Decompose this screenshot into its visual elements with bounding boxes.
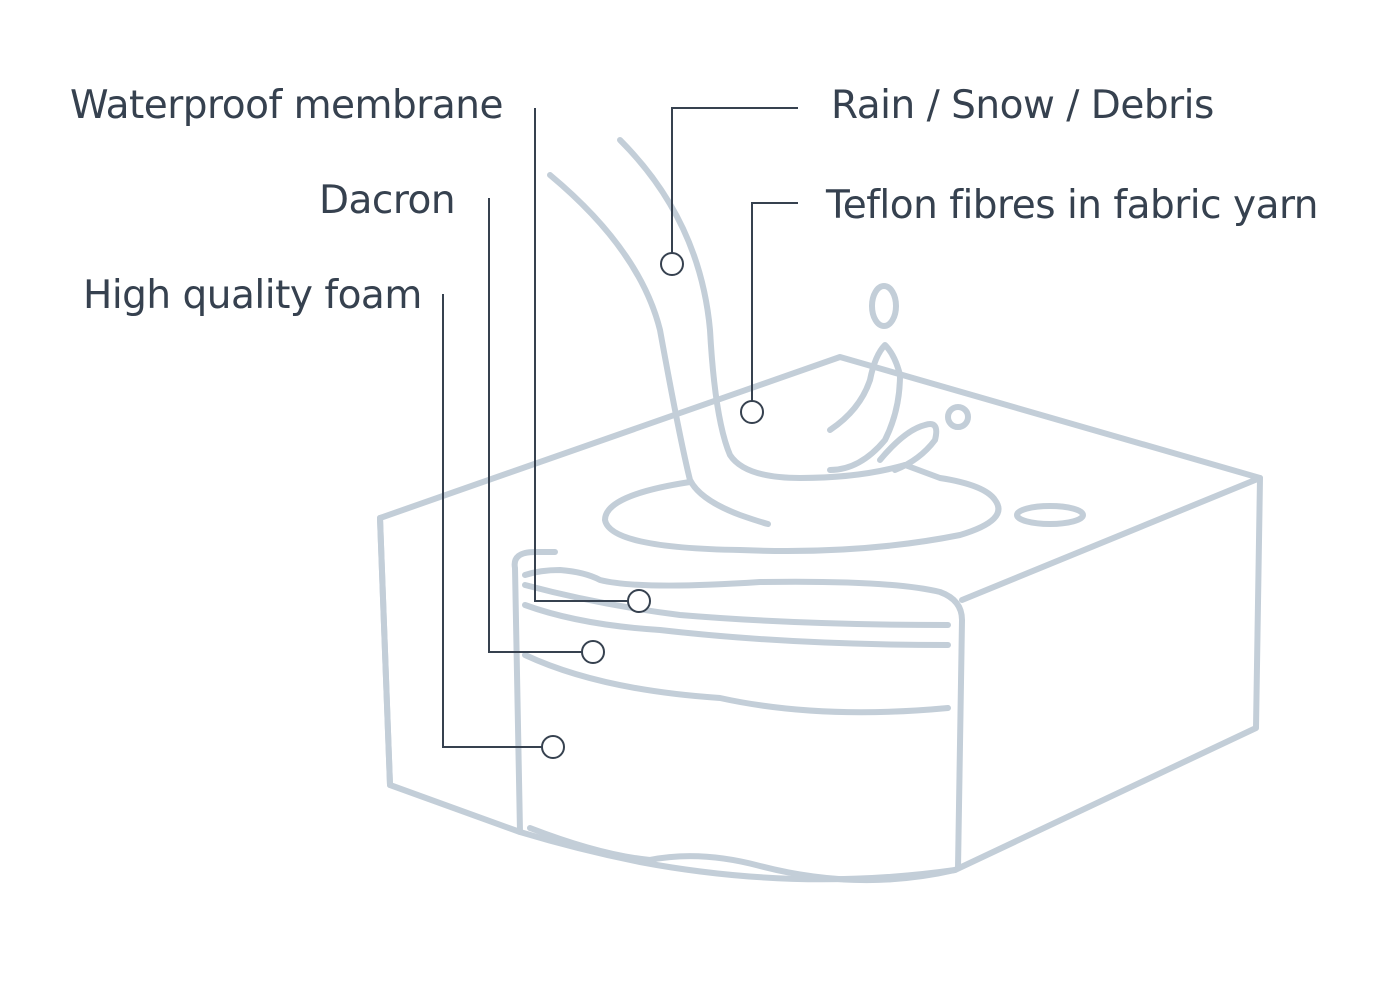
- right-face-edge: [959, 475, 1263, 603]
- water-splash-arm: [877, 421, 940, 473]
- membrane-layer: [522, 582, 951, 628]
- water-drop-round: [945, 404, 971, 430]
- marker-dacron: [581, 640, 605, 664]
- foam-bottom-edge: [527, 825, 958, 884]
- cut-section-inner: [522, 567, 965, 871]
- label-teflon-fibres: Teflon fibres in fabric yarn: [826, 183, 1319, 228]
- water-stream-outer: [547, 172, 771, 527]
- water-stream-inner: [617, 137, 908, 481]
- foam-layer-top: [522, 652, 951, 716]
- dacron-layer: [522, 602, 951, 648]
- cushion-outer-outline: [377, 354, 1263, 883]
- label-rain-snow-debris: Rain / Snow / Debris: [831, 83, 1214, 128]
- leader-line-waterproof: [534, 108, 628, 602]
- label-waterproof-membrane: Waterproof membrane: [70, 83, 503, 128]
- marker-foam: [541, 735, 565, 759]
- marker-rain: [660, 252, 684, 276]
- water-splash-column: [827, 342, 903, 473]
- leader-line-dacron: [488, 198, 582, 653]
- marker-teflon: [740, 400, 764, 424]
- water-drop-top: [869, 283, 899, 329]
- marker-waterproof: [627, 589, 651, 613]
- label-high-quality-foam: High quality foam: [83, 273, 422, 318]
- leader-line-foam: [442, 294, 542, 748]
- water-puddle: [602, 462, 1002, 554]
- water-droplet-small: [1014, 503, 1086, 527]
- left-face-edge: [377, 515, 393, 788]
- label-dacron: Dacron: [319, 178, 456, 223]
- leader-line-rain: [671, 107, 798, 253]
- leader-line-teflon: [751, 202, 798, 401]
